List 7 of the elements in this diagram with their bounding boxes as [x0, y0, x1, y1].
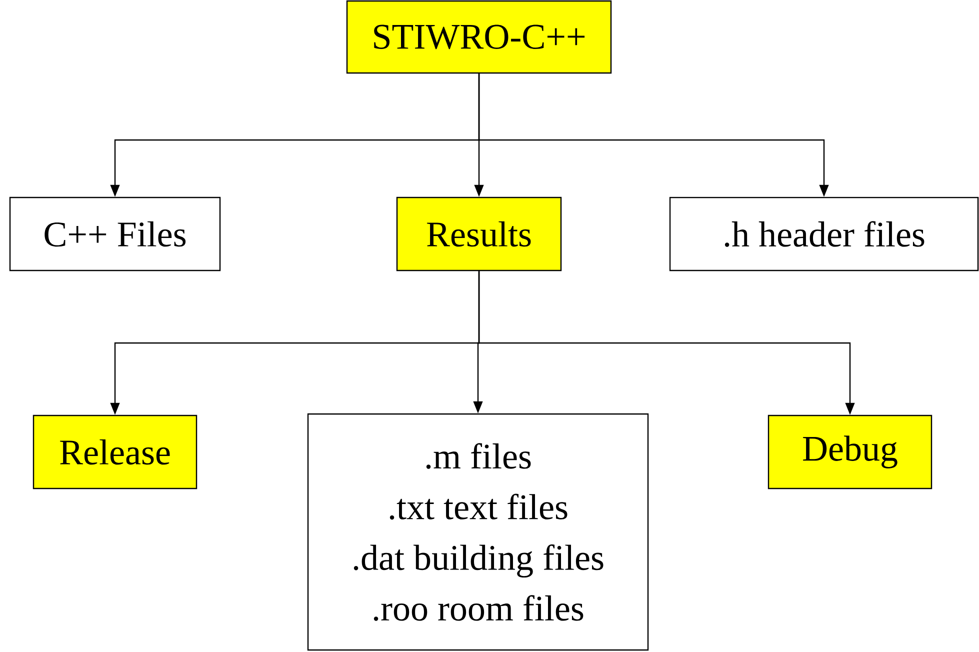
process-box: C++ Files: [9, 196, 221, 272]
process-box: Debug: [768, 414, 932, 490]
file-list-box: .m files .txt text files .dat building files .roo room files: [307, 413, 649, 651]
process-box: STIWRO-C++: [346, 0, 612, 74]
process-box: .h header files: [669, 196, 979, 272]
process-box: Release: [32, 414, 198, 490]
process-box: Results: [396, 196, 562, 272]
